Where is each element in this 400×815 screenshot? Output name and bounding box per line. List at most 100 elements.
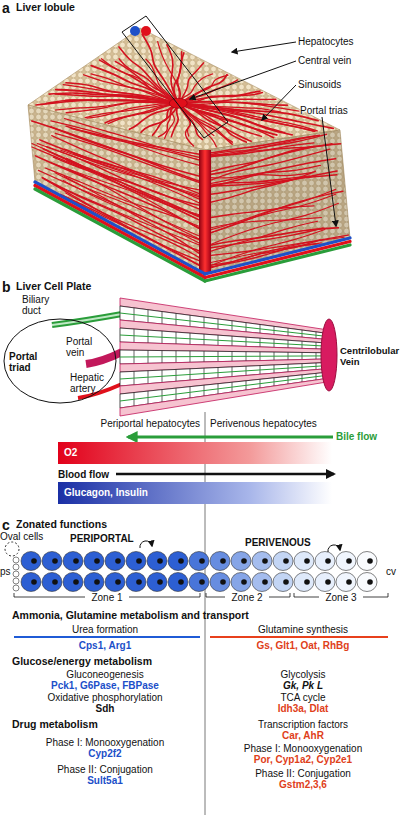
text-label: TCA cycle	[208, 692, 398, 703]
text-label: Hepatic artery	[70, 372, 114, 394]
hepatocyte	[357, 552, 377, 571]
blood-flow-arrow	[116, 473, 334, 476]
outline	[4, 319, 116, 403]
hepatocyte	[21, 552, 41, 571]
text-label: Glycolysis	[208, 669, 398, 680]
portal-tube	[205, 242, 350, 278]
sinusoid	[158, 41, 180, 103]
nucleus	[304, 558, 310, 564]
text-label: Oval cells	[0, 531, 60, 542]
portal-tube	[35, 186, 205, 278]
nucleus	[178, 579, 184, 585]
sinusoid	[178, 103, 216, 147]
face-shade	[28, 105, 205, 274]
leader-arrow	[262, 85, 296, 120]
text-label: Periportal hepatocytes	[40, 418, 200, 429]
text-label: Gk, Pk L	[208, 680, 398, 691]
portal-triad-circle: Portal triad	[3, 318, 117, 404]
nucleus	[346, 579, 352, 585]
hepatocyte	[105, 552, 125, 571]
text-label: ps	[0, 566, 12, 577]
sinusoid-band	[120, 379, 324, 416]
text-label: Gluconeogenesis	[10, 669, 200, 680]
nucleus	[367, 558, 373, 564]
nucleus	[262, 558, 268, 564]
text-label: cv	[386, 566, 400, 577]
oxygen-gradient-bar: O2	[58, 442, 332, 464]
node-label: Portal triad	[9, 351, 53, 373]
hepatocyte	[231, 552, 251, 571]
sinusoid	[205, 159, 335, 189]
sinusoid	[43, 178, 205, 268]
zone-bracket	[14, 593, 85, 597]
text-label: c	[2, 518, 16, 533]
text-label: Phase II: Conjugation	[208, 768, 398, 779]
hepatocyte	[252, 573, 272, 592]
hepatocyte	[126, 552, 146, 571]
leader-arrow	[322, 117, 336, 226]
text-label: PERIVENOUS	[245, 537, 345, 548]
sinusoid	[40, 140, 205, 199]
text-label: Centrilobular Vein	[340, 345, 400, 367]
nucleus	[115, 558, 121, 564]
hepatocyte	[168, 552, 188, 571]
nucleus	[52, 579, 58, 585]
text-label: Perivenous hepatocytes	[210, 418, 370, 429]
text-label: Glucose/energy metabolism	[12, 656, 392, 667]
sinusoid	[55, 133, 205, 184]
sinusoid	[205, 149, 330, 182]
nucleus	[31, 558, 37, 564]
sinusoid	[42, 178, 205, 253]
sinusoid	[205, 189, 336, 231]
hepatocyte	[105, 573, 125, 592]
text-label: Portal vein	[66, 336, 110, 358]
sinusoid	[85, 103, 178, 117]
hepatocyte	[84, 552, 104, 571]
text-label: PERIPORTAL	[70, 533, 170, 544]
sinusoid	[51, 121, 205, 167]
centrilobular-vein	[321, 319, 337, 391]
text-label: Portal trias	[300, 105, 400, 116]
text-label: Ammonia, Glutamine metabolism and transp…	[12, 610, 392, 621]
text-label: Transcription factors	[208, 719, 398, 730]
node-label: O2	[64, 447, 264, 458]
face-shade	[205, 130, 350, 274]
portal-tube	[205, 245, 350, 281]
nucleus	[199, 558, 205, 564]
leader-arrow	[232, 42, 296, 52]
nucleus	[241, 579, 247, 585]
sinusoid	[66, 126, 205, 161]
hepatocyte	[210, 573, 230, 592]
hepatocyte	[210, 552, 230, 571]
portal-tube-end	[141, 26, 151, 36]
loop-arrow	[328, 545, 340, 552]
sinusoid	[68, 169, 205, 242]
node-label: Glucagon, Insulin	[64, 487, 264, 498]
hepatocyte	[42, 552, 62, 571]
oval-cell	[5, 542, 19, 556]
bile-canaliculus	[120, 356, 324, 357]
sinusoid	[205, 171, 315, 203]
hepatocyte-face	[28, 105, 205, 274]
sinusoid	[55, 102, 178, 110]
nucleus	[136, 558, 142, 564]
portal-space-cell	[13, 564, 19, 570]
nucleus	[304, 579, 310, 585]
sinusoid	[178, 103, 193, 146]
hepatocyte	[189, 552, 209, 571]
hepatocyte	[336, 552, 356, 571]
nucleus	[157, 558, 163, 564]
portal-tube	[35, 189, 205, 281]
hepatocyte	[189, 573, 209, 592]
text-label: Pck1, G6Pase, FBPase	[10, 680, 200, 691]
hepatocyte	[63, 552, 83, 571]
nucleus	[178, 558, 184, 564]
nucleus	[199, 579, 205, 585]
sinusoid	[205, 134, 327, 157]
hepatocyte	[273, 573, 293, 592]
central-vein	[199, 150, 211, 274]
leader-arrow	[190, 61, 296, 99]
portal-vein	[86, 352, 122, 364]
text-label: Phase II: Conjugation	[10, 764, 200, 775]
